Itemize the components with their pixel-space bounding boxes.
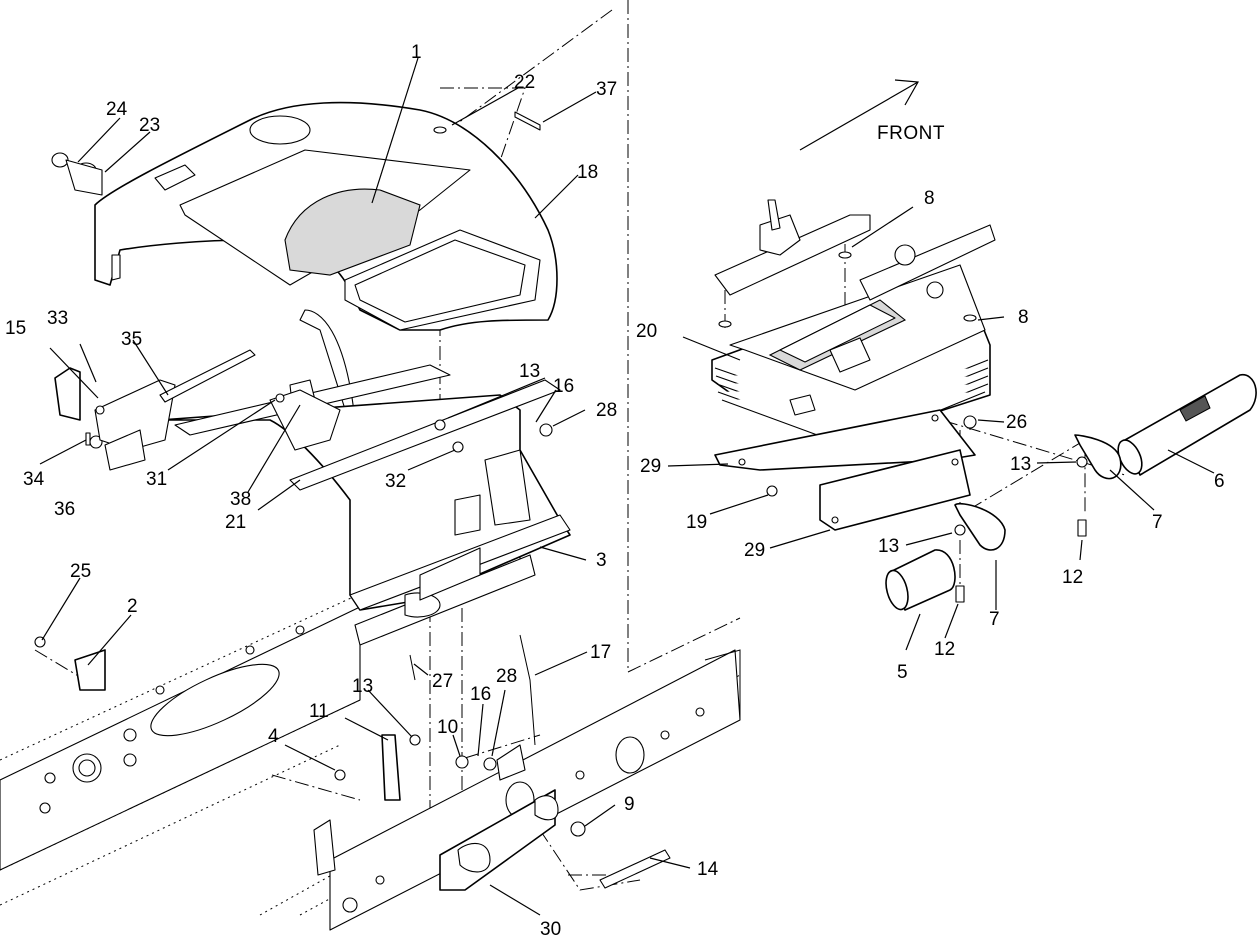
callout-6: 6 [1214, 471, 1225, 492]
callout-1: 1 [411, 42, 422, 63]
seat-support-frame [159, 364, 571, 646]
callout-28-bottom: 28 [496, 666, 517, 687]
callout-15: 15 [5, 318, 26, 339]
fasteners [34, 111, 1088, 837]
callout-38: 38 [230, 489, 251, 510]
leader-lines [39, 57, 1215, 916]
callout-36: 36 [54, 499, 75, 520]
callout-17: 17 [590, 642, 611, 663]
tube-holder [885, 374, 1257, 611]
callout-26: 26 [1006, 412, 1027, 433]
callout-13-mid: 13 [878, 536, 899, 557]
callout-29-bottom: 29 [744, 540, 765, 561]
callout-35: 35 [121, 329, 142, 350]
callout-13-bottom: 13 [352, 676, 373, 697]
callout-28-top: 28 [596, 400, 617, 421]
callout-3: 3 [596, 550, 607, 571]
callout-19: 19 [686, 512, 707, 533]
callout-27: 27 [432, 671, 453, 692]
callout-2: 2 [127, 596, 138, 617]
callout-7-bottom: 7 [989, 609, 1000, 630]
callout-21: 21 [225, 512, 246, 533]
seat-mount-plates [714, 409, 976, 531]
callout-24: 24 [106, 99, 128, 120]
front-direction-arrow [799, 79, 919, 151]
callout-13-right: 13 [1010, 454, 1031, 475]
callout-34: 34 [23, 469, 45, 490]
callout-33: 33 [47, 308, 68, 329]
callout-8-mid: 8 [1018, 307, 1029, 328]
front-label: FRONT [877, 123, 945, 144]
callout-20: 20 [636, 321, 657, 342]
callout-12-right: 12 [1062, 567, 1083, 588]
callout-9: 9 [624, 794, 635, 815]
callout-16-top: 16 [553, 376, 574, 397]
seat-suspension-assembly [711, 199, 996, 448]
callout-10: 10 [437, 717, 458, 738]
callout-30: 30 [540, 919, 561, 940]
callout-25: 25 [70, 561, 91, 582]
plates-and-links [74, 634, 671, 891]
callout-4: 4 [268, 726, 279, 747]
callout-13-top: 13 [519, 361, 540, 382]
fender-pan [94, 101, 558, 426]
callout-5: 5 [897, 662, 908, 683]
latch-assembly [54, 349, 285, 471]
callout-16-bottom: 16 [470, 684, 491, 705]
callout-32: 32 [385, 471, 406, 492]
callout-37: 37 [596, 79, 617, 100]
callout-11: 11 [309, 701, 329, 722]
callout-29-top: 29 [640, 456, 661, 477]
callout-12-bottom: 12 [934, 639, 955, 660]
callout-22: 22 [514, 72, 535, 93]
callout-18: 18 [577, 162, 598, 183]
callout-23: 23 [139, 115, 160, 136]
callout-7-right: 7 [1152, 512, 1163, 533]
callout-8-top: 8 [924, 188, 935, 209]
callout-labels: FRONT 1 22 37 24 23 18 15 33 35 13 16 28… [5, 42, 1225, 940]
callout-14: 14 [697, 859, 719, 880]
callout-31: 31 [146, 469, 167, 490]
